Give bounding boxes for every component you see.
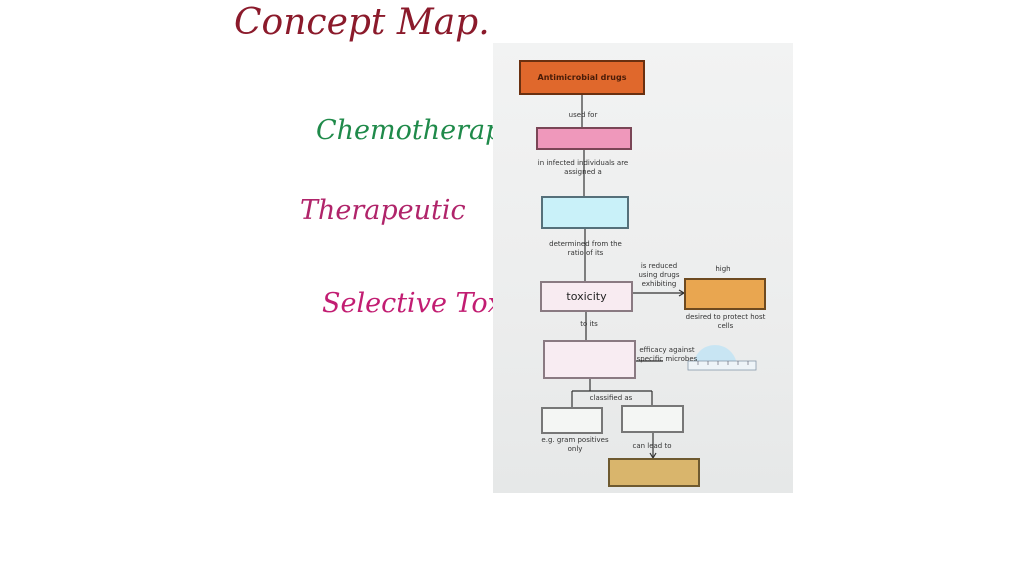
box-blank-selective [684,278,766,310]
box-blank-narrow-spectrum [541,407,603,434]
label-classified-as: classified as [589,394,633,402]
label-is-reduced: is reduced using drugs exhibiting [638,262,680,288]
connector-lines [571,95,757,460]
label-infected-individuals: in infected individuals are assigned a [537,159,629,176]
box-blank-therapeutic [541,196,629,229]
box-blank-chemotherapy [536,127,632,150]
label-determined-from: determined from the ratio of its [549,240,622,257]
box-blank-efficacy [543,340,636,379]
label-desired-to-protect: desired to protect host cells [685,313,766,330]
label-high: high [715,265,731,273]
label-used-for: used for [568,111,598,119]
handwritten-word-chemotherapy: Chemotherapy [316,115,518,146]
label-efficacy-against: efficacy against specific microbes [636,346,698,363]
handwritten-word-selective-toxic: Selective Toxic [322,288,527,319]
label-to-its: to its [580,320,598,328]
box-antimicrobial-drugs: Antimicrobial drugs [519,60,645,95]
handwritten-word-therapeutic: Therapeutic [300,195,466,226]
concept-map-image: Antimicrobial drugs used for in infected… [493,43,793,493]
box-blank-broad-spectrum [621,405,684,433]
ruler-overlay [687,345,757,371]
label-can-lead-to: can lead to [632,442,672,450]
box-blank-superinfection [608,458,700,487]
label-eg-gram-positives: e.g. gram positives only [541,436,609,453]
page-title: Concept Map. [234,2,490,43]
box-toxicity: toxicity [540,281,633,312]
